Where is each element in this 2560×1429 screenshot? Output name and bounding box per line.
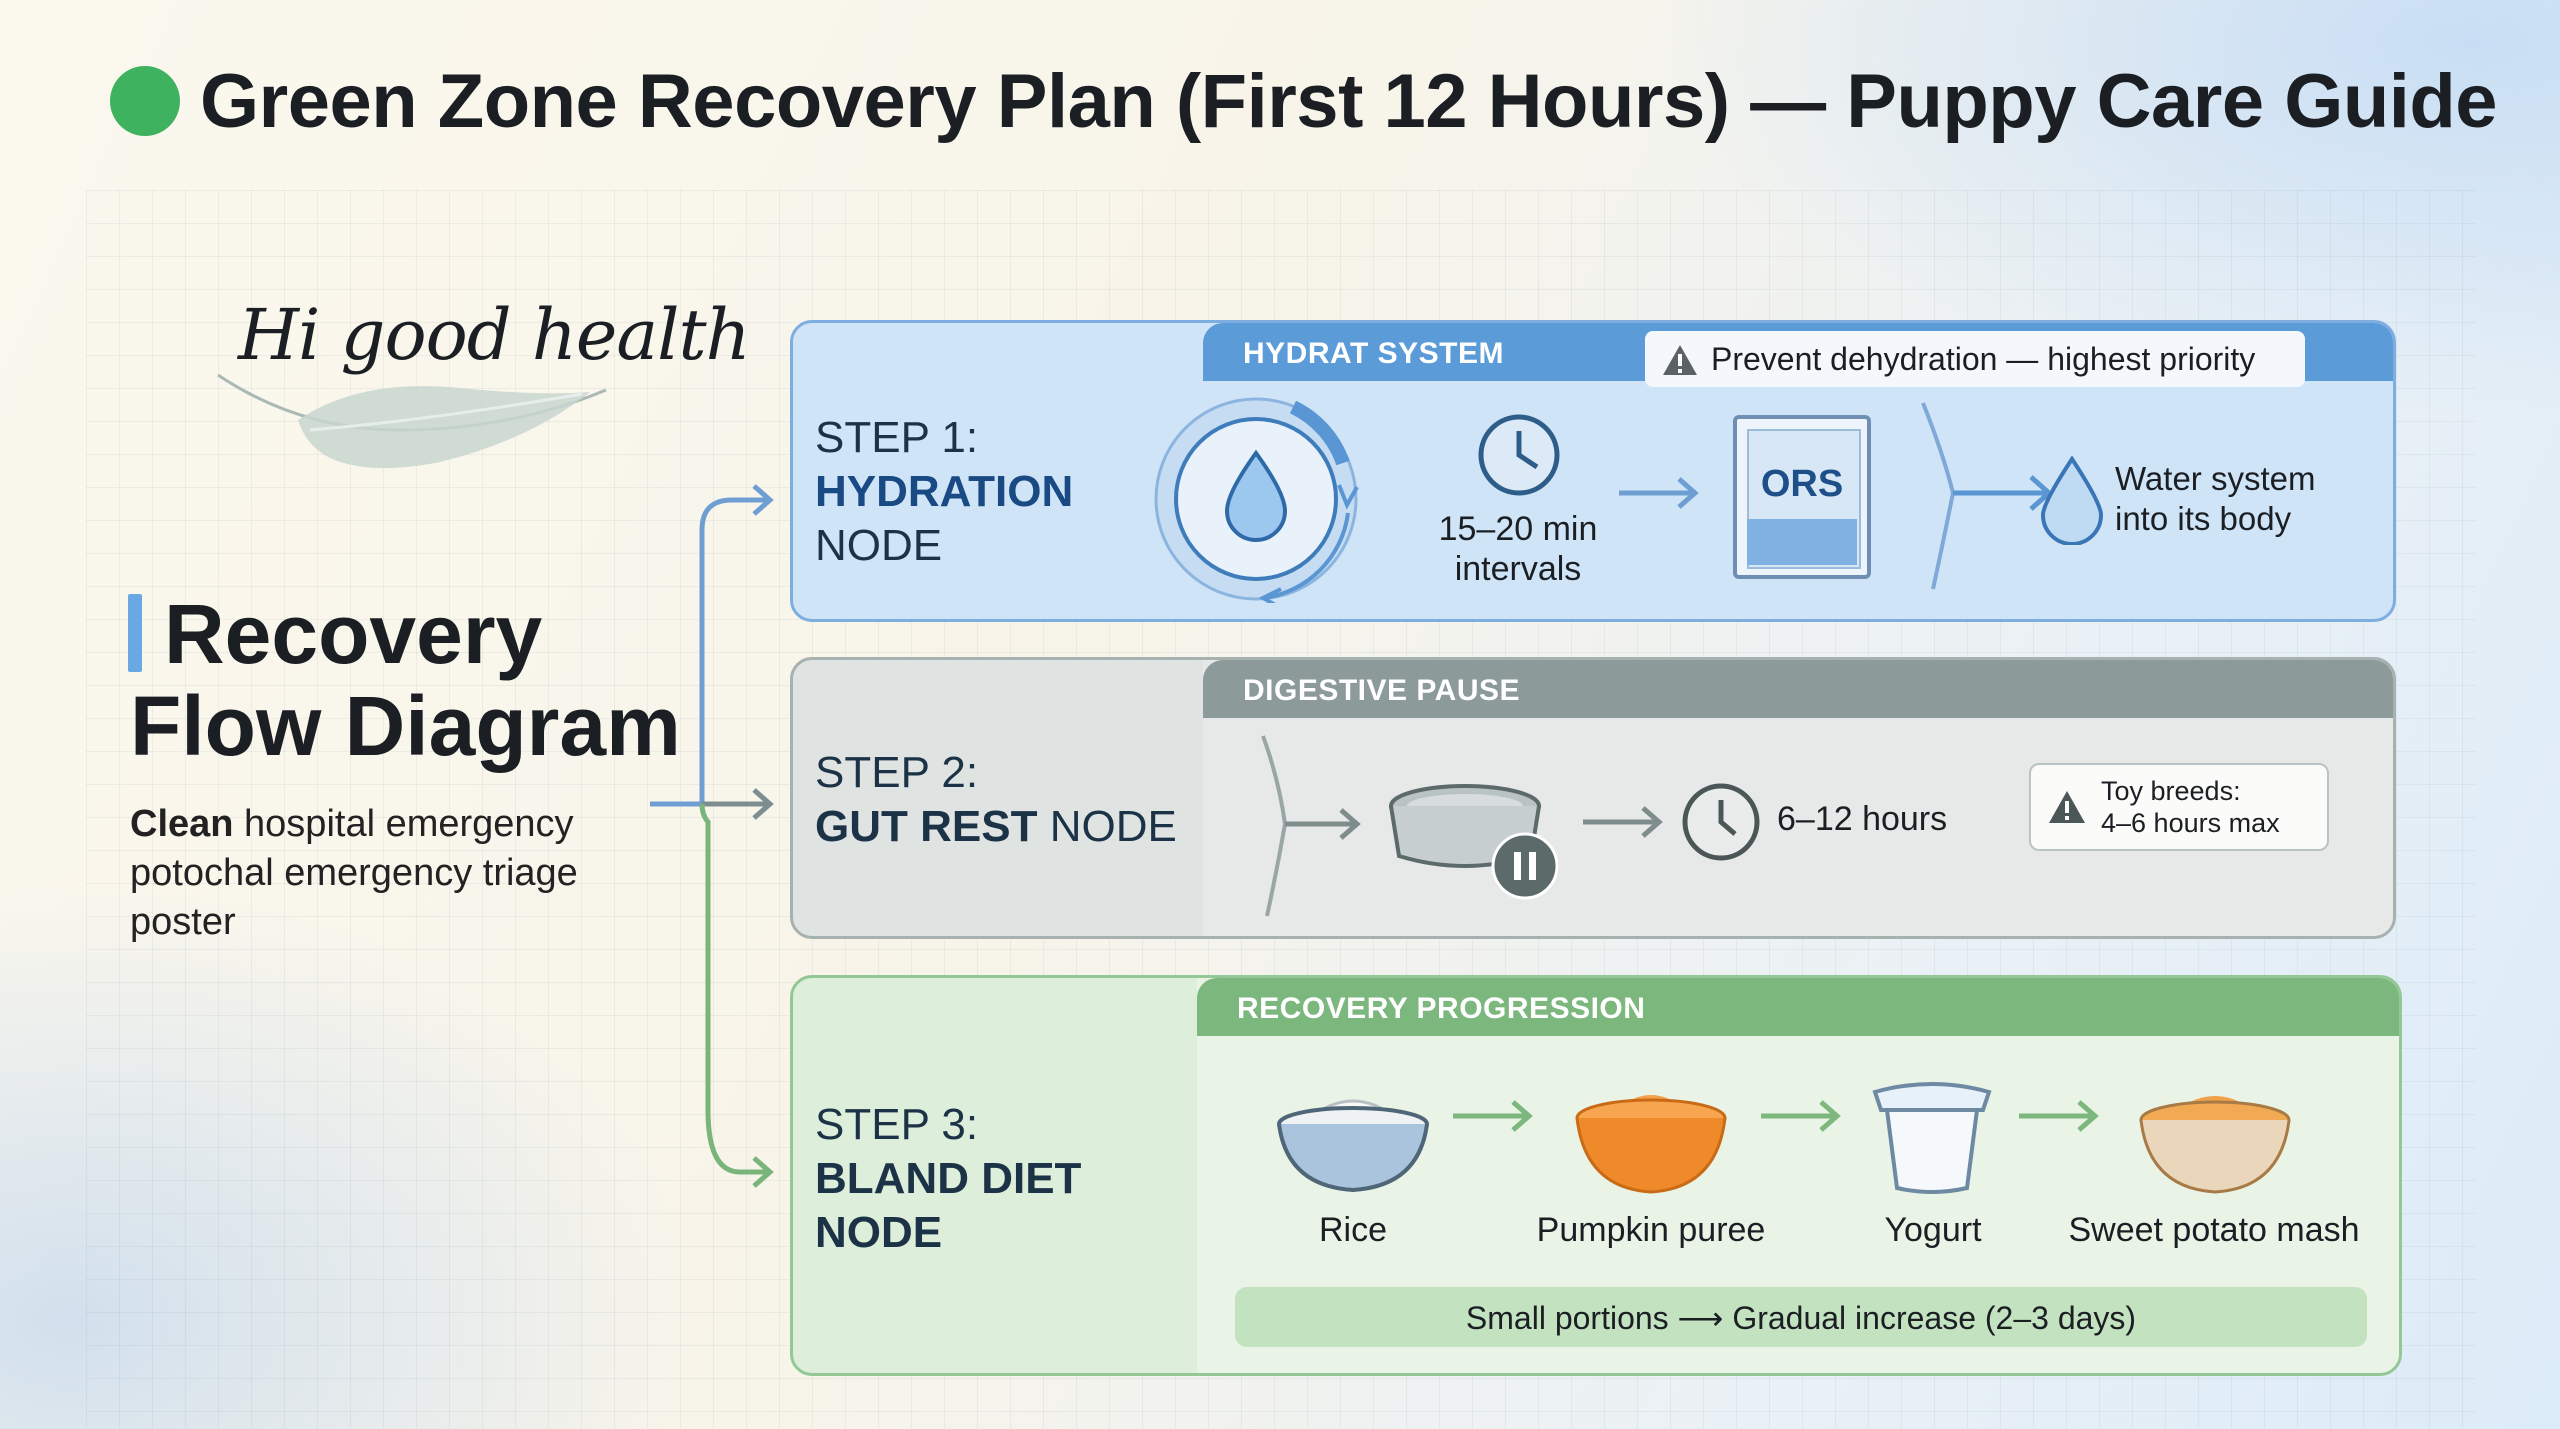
step-2-label: STEP 2:: [815, 748, 979, 797]
gut-rest-node-panel: DIGESTIVE PAUSE STEP 2: GUT REST NODE 6–…: [790, 657, 2396, 939]
step-2-suffix: NODE: [1049, 802, 1177, 851]
note-line2: 4–6 hours max: [2101, 808, 2280, 838]
rice-bowl-icon: [1277, 1099, 1429, 1193]
green-zone-dot-icon: [110, 66, 180, 136]
arrow-right-icon: [1619, 477, 1699, 509]
result-line2: into its body: [2115, 500, 2292, 537]
toy-breed-note-text: Toy breeds: 4–6 hours max: [2101, 775, 2280, 839]
bland-diet-step-title: STEP 3: BLAND DIET NODE: [815, 1098, 1081, 1260]
section-title-line2: Flow Diagram: [130, 679, 681, 773]
warning-icon: [2049, 791, 2085, 823]
flow-connector: [650, 484, 774, 1188]
step-3-label: STEP 3:: [815, 1100, 979, 1149]
ors-packet-icon: ORS: [1733, 415, 1871, 579]
arrow-right-icon: [2019, 1100, 2099, 1132]
interval-line2: intervals: [1454, 550, 1582, 588]
gut-rest-band-label: DIGESTIVE PAUSE: [1243, 674, 1521, 707]
sweet-potato-mash-icon: [2139, 1096, 2291, 1194]
step-1-label: STEP 1:: [815, 413, 979, 462]
interval-line1: 15–20 min: [1438, 510, 1598, 548]
section-subtitle: Clean hospital emergency potochal emerge…: [130, 800, 690, 947]
result-line1: Water system: [2115, 460, 2316, 497]
subtitle-bold: Clean: [130, 803, 234, 845]
branch-arrow-icon: [1921, 402, 2053, 590]
brand-logo: Hi good health: [210, 280, 751, 500]
water-result-caption: Water system into its body: [2115, 459, 2315, 539]
water-drop-icon: [2040, 455, 2104, 545]
rest-duration: 6–12 hours: [1777, 800, 1948, 838]
note-line1: Toy breeds:: [2101, 776, 2241, 806]
bland-diet-node-panel: RECOVERY PROGRESSION STEP 3: BLAND DIET …: [790, 975, 2402, 1376]
gut-rest-step-title: STEP 2: GUT REST NODE: [815, 746, 1177, 854]
branch-arrow-icon: [1261, 735, 1361, 917]
arrow-right-icon: [1761, 1100, 1841, 1132]
step-1-name: HYDRATION: [815, 467, 1074, 516]
food-label-rice: Rice: [1318, 1211, 1388, 1249]
arrow-right-icon: [1453, 1100, 1533, 1132]
accent-bar: [128, 594, 142, 672]
pumpkin-puree-icon: [1575, 1095, 1727, 1194]
portion-arrow-icon: ⟶: [1677, 1300, 1733, 1336]
interval-caption: 15–20 min intervals: [1398, 509, 1638, 589]
hydration-step-title: STEP 1: HYDRATION NODE: [815, 411, 1073, 573]
food-label-yogurt: Yogurt: [1884, 1211, 1982, 1249]
portion-progress-bar: Small portions ⟶ Gradual increase (2–3 d…: [1235, 1287, 2367, 1347]
ors-label: ORS: [1760, 463, 1844, 505]
portion-start: Small portions: [1465, 1300, 1669, 1336]
step-3-name-line1: BLAND DIET: [815, 1154, 1082, 1203]
clock-icon: [1478, 414, 1560, 496]
arrow-right-icon: [1583, 806, 1663, 838]
gut-rest-band: DIGESTIVE PAUSE: [1203, 660, 2393, 718]
section-title-line1: Recovery: [164, 587, 543, 681]
portion-progress-text: Small portions ⟶ Gradual increase (2–3 d…: [1235, 1299, 2367, 1337]
hydration-band-label: HYDRAT SYSTEM: [1243, 337, 1504, 370]
subtitle-text: hospital emergency potochal emergency tr…: [130, 803, 578, 943]
leaf-icon: [217, 373, 607, 469]
logo-text: Hi good health: [238, 294, 751, 376]
step-1-suffix: NODE: [815, 521, 943, 570]
water-drop-cycle-icon: [1154, 397, 1359, 603]
portion-end: Gradual increase (2–3 days): [1732, 1300, 2137, 1336]
section-title: Recovery Flow Diagram: [130, 588, 681, 772]
step-3-name-line2: NODE: [815, 1208, 943, 1257]
food-label-sweet-potato: Sweet potato mash: [2068, 1211, 2360, 1249]
page-title: Green Zone Recovery Plan (First 12 Hours…: [200, 59, 2498, 144]
hydration-node-panel: HYDRAT SYSTEM Prevent dehydration — high…: [790, 320, 2396, 622]
clock-icon: [1682, 783, 1760, 861]
bland-diet-band: RECOVERY PROGRESSION: [1197, 978, 2399, 1036]
bland-diet-band-label: RECOVERY PROGRESSION: [1237, 992, 1646, 1025]
toy-breed-note: Toy breeds: 4–6 hours max: [2029, 763, 2329, 851]
food-bowl-paused-icon: [1389, 784, 1559, 900]
yogurt-cup-icon: [1872, 1082, 1992, 1194]
warning-icon: [1663, 345, 1697, 375]
food-label-pumpkin: Pumpkin puree: [1536, 1211, 1766, 1249]
background-glow-left: [0, 880, 700, 1429]
priority-alert: Prevent dehydration — highest priority: [1645, 331, 2305, 387]
step-2-name: GUT REST: [815, 802, 1038, 851]
priority-alert-text: Prevent dehydration — highest priority: [1711, 341, 2256, 377]
